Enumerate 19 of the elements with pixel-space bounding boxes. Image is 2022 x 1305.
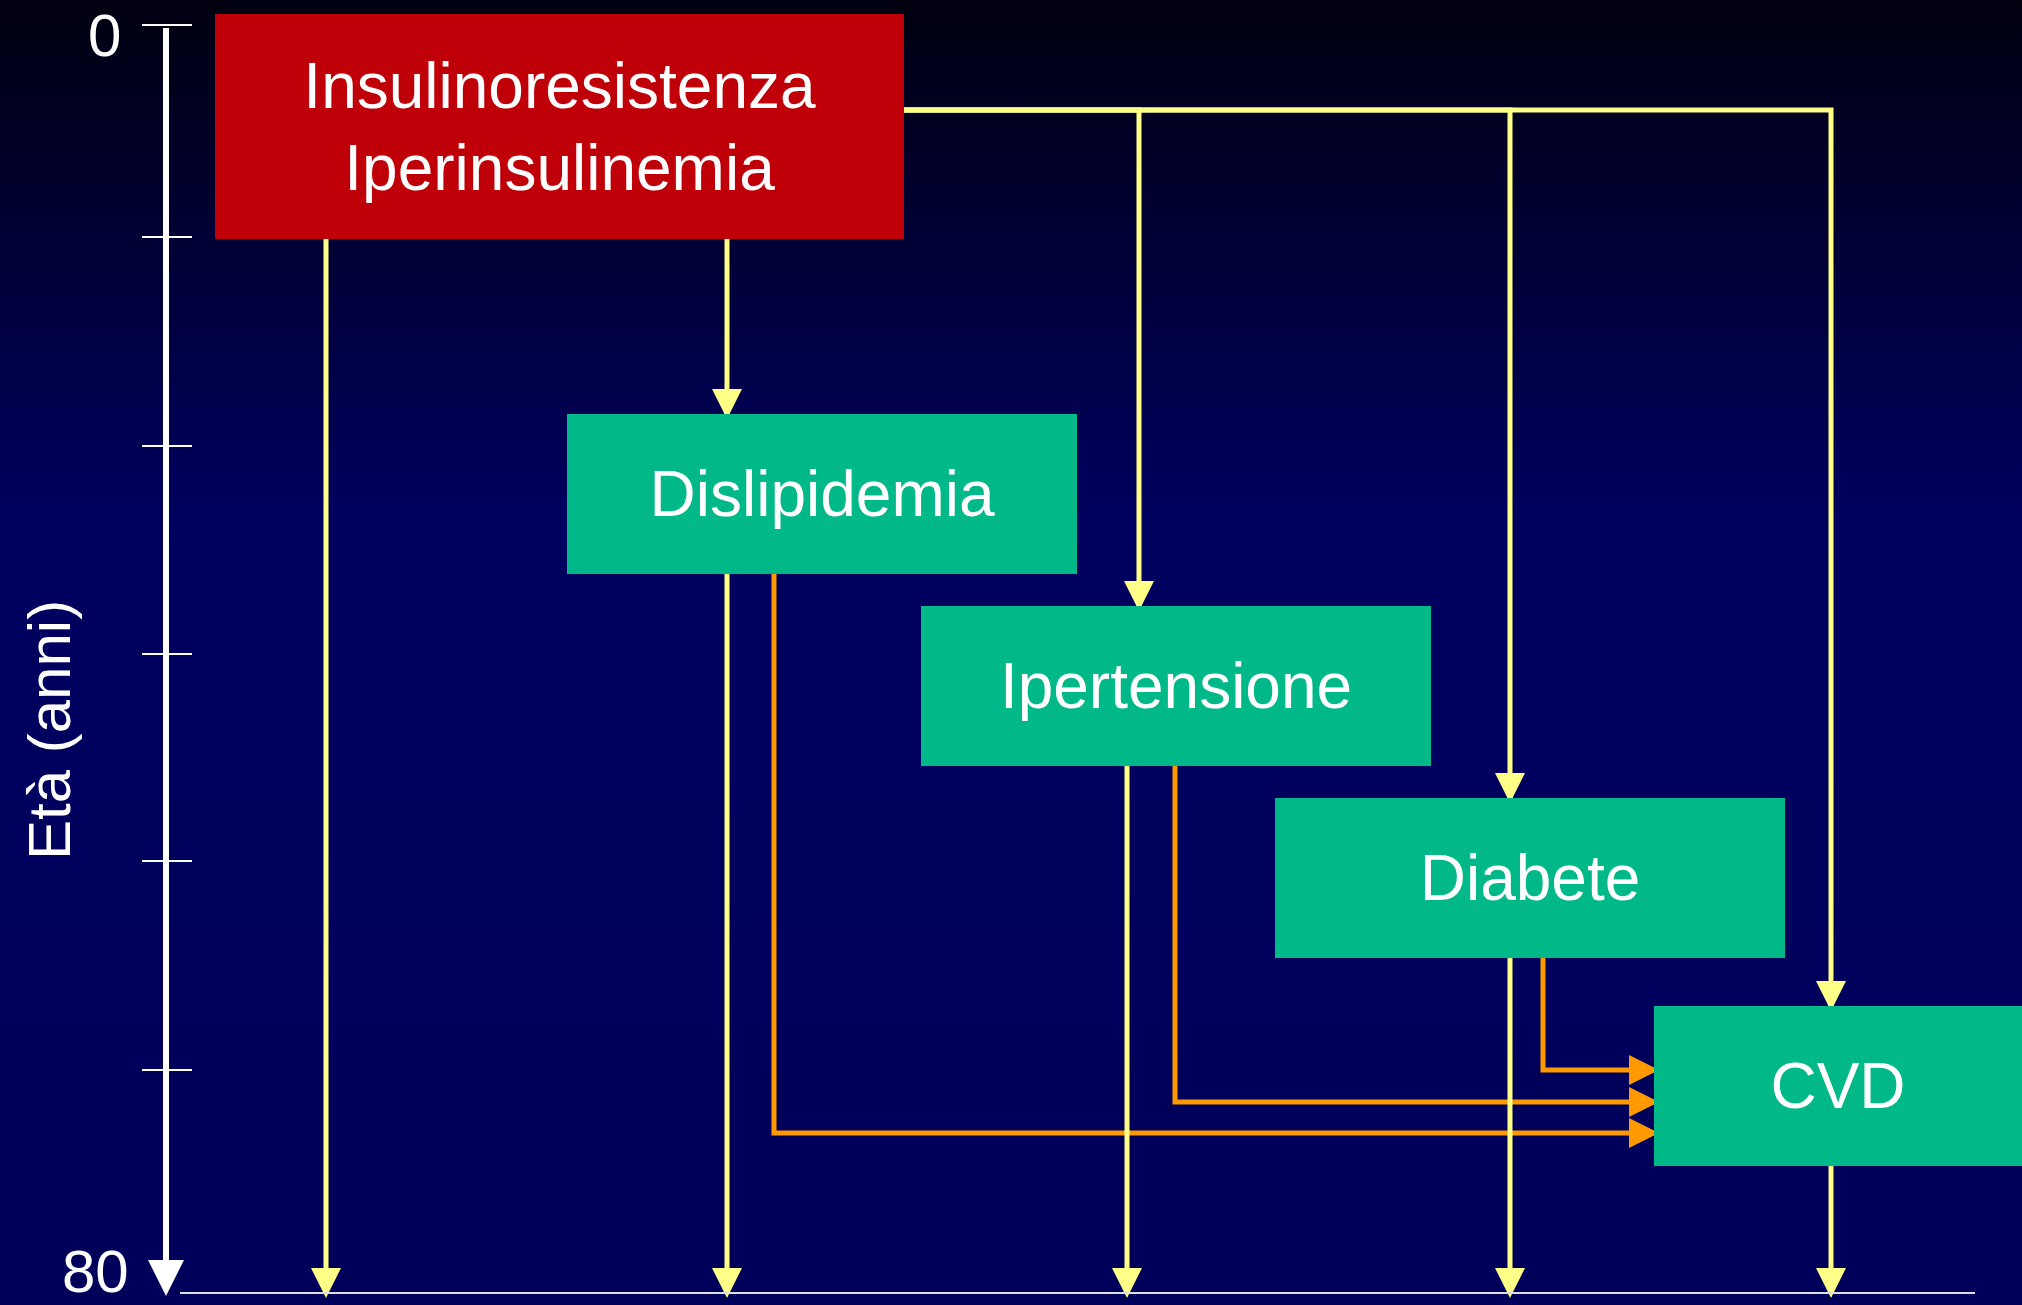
- node-label: Dislipidemia: [649, 457, 995, 532]
- node-label: Iperinsulinemia: [344, 130, 775, 206]
- condition-box: [567, 414, 1077, 574]
- cause-box: [215, 14, 904, 239]
- node-label: Ipertensione: [999, 649, 1353, 724]
- condition-box: [921, 606, 1431, 766]
- tick-label: 0: [88, 6, 122, 66]
- axis-title: Età (anni): [20, 599, 80, 860]
- node-label: CVD: [1770, 1049, 1906, 1124]
- arrow: [311, 239, 341, 1298]
- node-label: Insulinoresistenza: [303, 48, 816, 124]
- arrow: [1495, 958, 1525, 1298]
- arrow: [712, 574, 742, 1298]
- arrow: [1112, 766, 1142, 1298]
- outcome-box: [1654, 1006, 2022, 1166]
- arrow: [1816, 1166, 1846, 1298]
- tick-label: 80: [62, 1242, 129, 1302]
- condition-box: [1275, 798, 1785, 958]
- node-label: Diabete: [1419, 841, 1641, 916]
